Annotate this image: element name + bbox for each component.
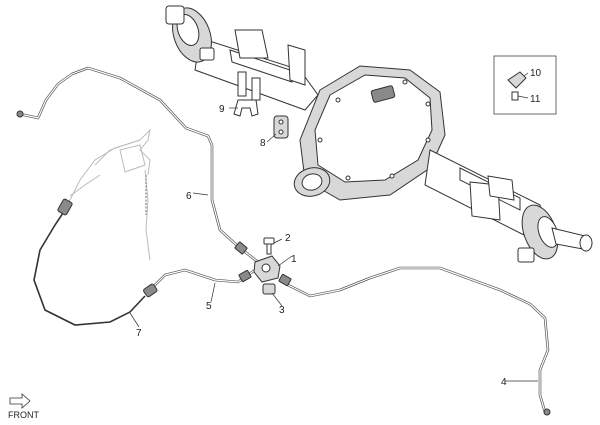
callout-11: 11 bbox=[530, 94, 541, 105]
bolt-part bbox=[263, 237, 275, 255]
nut-part bbox=[262, 283, 276, 295]
callout-5: 5 bbox=[206, 301, 212, 312]
tee-fitting bbox=[253, 255, 281, 283]
callout-6: 6 bbox=[186, 191, 192, 202]
callout-4: 4 bbox=[501, 377, 507, 388]
load-sensing-valve bbox=[69, 128, 151, 261]
bracket-part bbox=[273, 115, 289, 139]
callout-8: 8 bbox=[260, 138, 266, 149]
rear-axle-assembly bbox=[165, 5, 593, 263]
inset-box bbox=[493, 55, 557, 115]
callout-7: 7 bbox=[136, 328, 142, 339]
clip-part bbox=[233, 99, 259, 117]
callout-1: 1 bbox=[291, 254, 297, 265]
front-arrow-icon bbox=[9, 393, 31, 409]
leader-lines bbox=[129, 107, 538, 382]
callout-9: 9 bbox=[219, 104, 225, 115]
callout-3: 3 bbox=[279, 305, 285, 316]
callout-2: 2 bbox=[285, 233, 291, 244]
front-label: FRONT bbox=[8, 410, 39, 420]
callout-10: 10 bbox=[530, 68, 542, 79]
front-indicator: FRONT bbox=[8, 393, 39, 420]
